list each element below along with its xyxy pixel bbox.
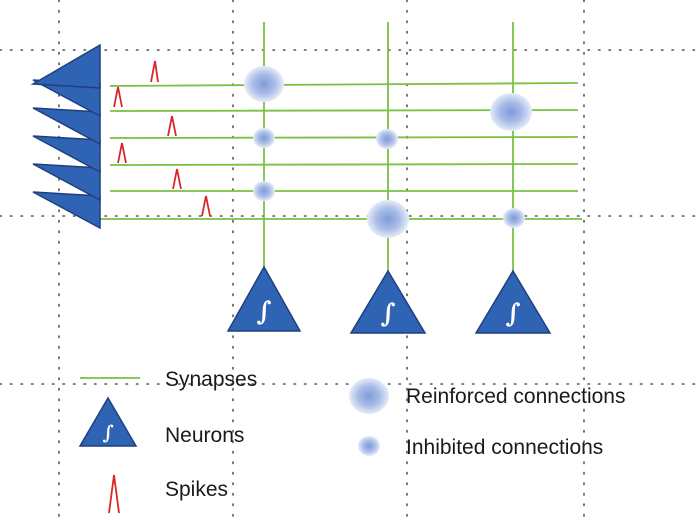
- spikes: [113, 60, 211, 217]
- legend-reinforced-icon: [349, 378, 389, 414]
- neuron-symbol: ∫: [380, 299, 395, 329]
- input-neuron-icon: [32, 135, 101, 174]
- neuron-symbol: ∫: [505, 299, 520, 329]
- legend-synapses-label: Synapses: [165, 368, 257, 391]
- input-neuron-icon: [32, 163, 101, 202]
- output-neuron-icon: [226, 265, 302, 332]
- inhibited-connection: [253, 128, 275, 148]
- spike-icon: [113, 86, 123, 108]
- neuron-symbol: ∫: [256, 297, 271, 327]
- spike-icon: [167, 115, 177, 137]
- spike-icon: [150, 60, 159, 83]
- output-neuron-icon: [474, 269, 552, 334]
- input-neuron-icon: [32, 191, 101, 230]
- reinforced-connection: [490, 93, 532, 131]
- input-neuron-icon: [30, 43, 101, 89]
- legend-neuron-symbol: ∫: [102, 422, 113, 444]
- input-neuron-icon: [32, 107, 101, 146]
- reinforced-connection: [244, 66, 284, 102]
- synapse-line: [109, 163, 579, 166]
- synapse-rows: [96, 82, 582, 220]
- synapse-line: [109, 136, 579, 139]
- spike-icon: [172, 168, 182, 190]
- legend-neurons-label: Neurons: [165, 424, 244, 447]
- legend-inhibited-label: Inhibited connections: [406, 436, 603, 459]
- inhibited-connection: [376, 129, 398, 149]
- spike-icon: [117, 142, 127, 164]
- inhibited-connection: [253, 181, 275, 201]
- inhibited-connection: [503, 208, 525, 228]
- legend-spikes-label: Spikes: [165, 478, 228, 501]
- input-neuron-stack: [30, 43, 101, 230]
- output-neurons: ∫ ∫ ∫: [226, 265, 552, 334]
- legend: Synapses ∫ Neurons Spikes Reinforced con…: [78, 368, 625, 514]
- spike-icon: [201, 195, 211, 217]
- legend-reinforced-label: Reinforced connections: [406, 385, 625, 408]
- synapse-line: [109, 82, 579, 87]
- legend-neuron-icon: [78, 396, 138, 447]
- output-neuron-icon: [349, 269, 427, 334]
- connections: [244, 66, 532, 238]
- reinforced-connection: [367, 200, 409, 238]
- legend-spike-icon: [108, 474, 120, 514]
- legend-inhibited-icon: [358, 436, 380, 456]
